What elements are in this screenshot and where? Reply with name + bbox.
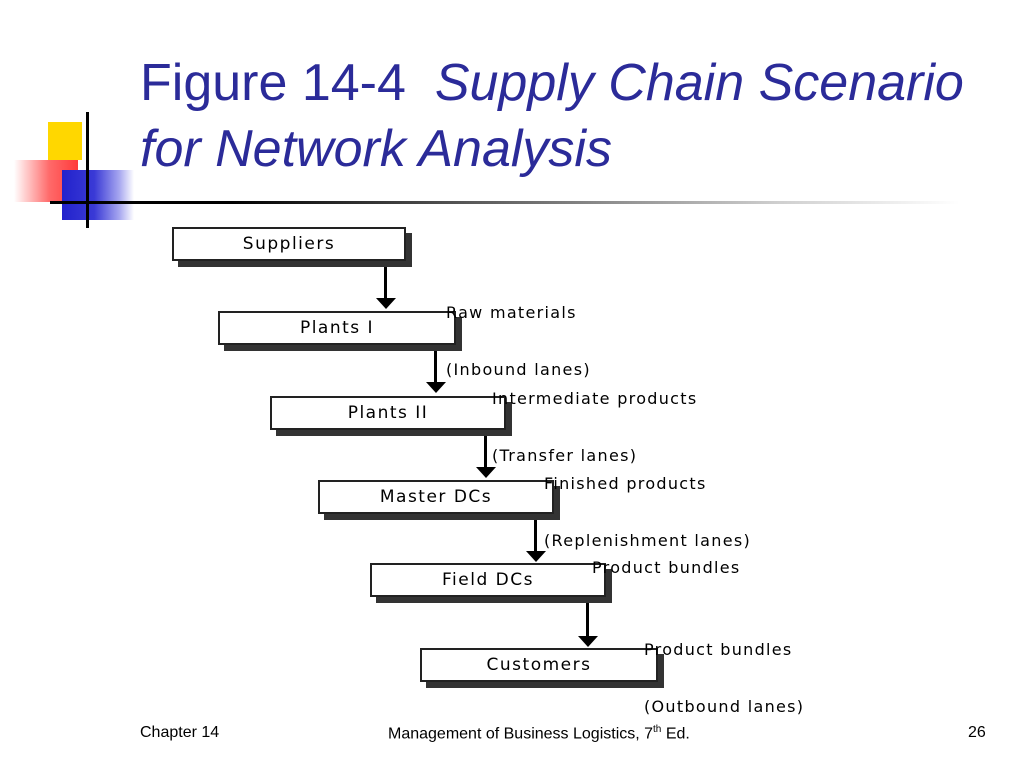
arrow-down-icon <box>376 267 396 309</box>
node-label: Plants II <box>347 403 429 423</box>
node-master-dcs: Master DCs <box>318 480 554 514</box>
node-label: Customers <box>486 655 592 675</box>
footer-book-end: Ed. <box>661 725 690 743</box>
node-label: Suppliers <box>242 234 336 254</box>
lane-label-line1: Raw materials <box>446 303 577 322</box>
node-plants-i: Plants I <box>218 311 456 345</box>
lane-label-line1: Intermediate products <box>492 389 698 408</box>
node-label: Plants I <box>299 318 375 338</box>
slide-title: Figure 14-4 Supply Chain Scenario for Ne… <box>140 50 1000 182</box>
footer-book-title: Management of Business Logistics, 7th Ed… <box>388 724 690 743</box>
lane-label-line2: (Replenishment lanes) <box>544 531 752 550</box>
lane-label-inbound: Raw materials (Inbound lanes) <box>446 265 591 398</box>
decorative-yellow-square <box>48 122 82 160</box>
node-suppliers: Suppliers <box>172 227 406 261</box>
footer-chapter: Chapter 14 <box>140 724 220 741</box>
arrow-down-icon <box>526 520 546 562</box>
arrow-down-icon <box>476 436 496 478</box>
lane-label-line2: (Outbound lanes) <box>644 697 805 716</box>
lane-label-replenishment: Finished products (Replenishment lanes) <box>544 436 751 569</box>
node-label: Field DCs <box>442 570 534 590</box>
footer-book-sup: th <box>653 724 662 735</box>
footer-book-main: Management of Business Logistics, 7 <box>388 725 654 743</box>
decorative-blue-square <box>62 170 134 220</box>
lane-label-line2: (Inbound lanes) <box>446 360 591 379</box>
lane-label-transfer: Intermediate products (Transfer lanes) <box>492 351 698 484</box>
node-field-dcs: Field DCs <box>370 563 606 597</box>
decorative-vertical-rule <box>86 112 89 228</box>
title-underline-rule <box>50 201 960 204</box>
lane-label-bundles: Product bundles <box>592 520 741 596</box>
footer-page-number: 26 <box>968 724 986 741</box>
node-customers: Customers <box>420 648 658 682</box>
title-figure-number: Figure 14-4 <box>140 54 406 112</box>
arrow-down-icon <box>578 603 598 647</box>
lane-label-line1: Finished products <box>544 474 707 493</box>
node-plants-ii: Plants II <box>270 396 506 430</box>
title-figure-caption: Supply Chain Scenario for Network Analys… <box>140 54 964 178</box>
lane-label-line2: (Transfer lanes) <box>492 446 638 465</box>
lane-label-outbound: Product bundles (Outbound lanes) <box>644 602 804 735</box>
arrow-down-icon <box>426 351 446 393</box>
node-label: Master DCs <box>379 487 493 507</box>
lane-label-line1: Product bundles <box>592 558 741 577</box>
lane-label-line1: Product bundles <box>644 640 793 659</box>
